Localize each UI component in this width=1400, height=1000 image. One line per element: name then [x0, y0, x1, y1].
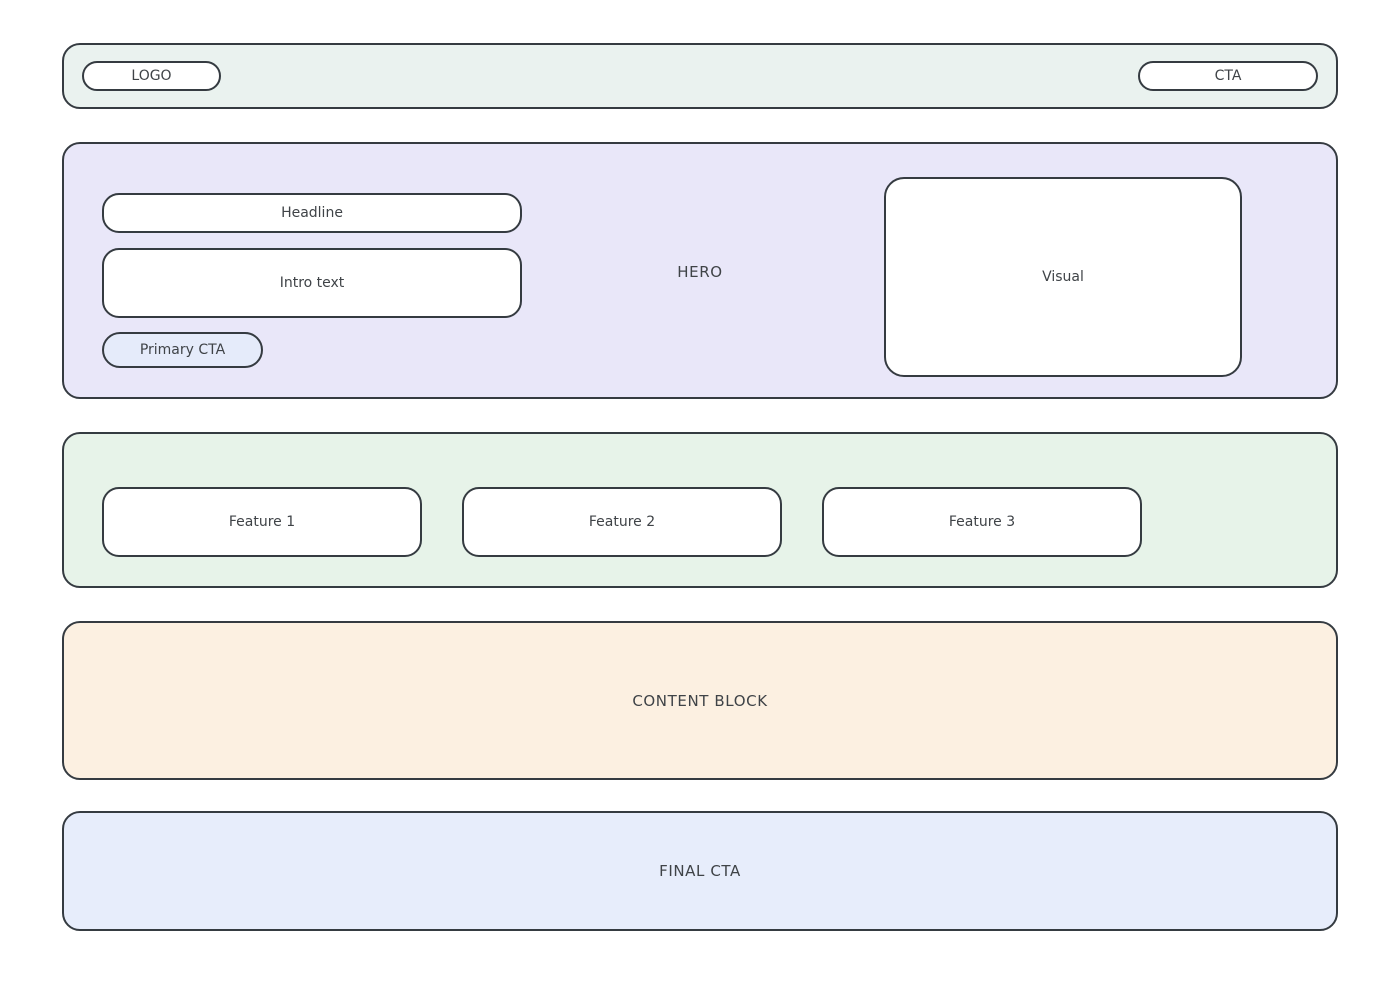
headline-placeholder: Headline	[102, 193, 522, 233]
content-block-label: CONTENT BLOCK	[632, 691, 768, 710]
final-cta-section: FINAL CTA	[62, 811, 1338, 931]
hero-section-label: HERO	[677, 263, 723, 281]
features-section: Feature 1 Feature 2 Feature 3	[62, 432, 1338, 588]
content-block-section: CONTENT BLOCK	[62, 621, 1338, 780]
feature-card-1: Feature 1	[102, 487, 422, 557]
hero-section: Headline Intro text Primary CTA HERO Vis…	[62, 142, 1338, 399]
feature-card-2: Feature 2	[462, 487, 782, 557]
primary-cta-button[interactable]: Primary CTA	[102, 332, 263, 368]
cta-button[interactable]: CTA	[1138, 61, 1318, 91]
logo-pill: LOGO	[82, 61, 221, 91]
topbar-section: LOGO CTA	[62, 43, 1338, 109]
intro-text-placeholder: Intro text	[102, 248, 522, 318]
final-cta-label: FINAL CTA	[659, 862, 741, 880]
feature-card-3: Feature 3	[822, 487, 1142, 557]
hero-visual-placeholder: Visual	[884, 177, 1242, 377]
